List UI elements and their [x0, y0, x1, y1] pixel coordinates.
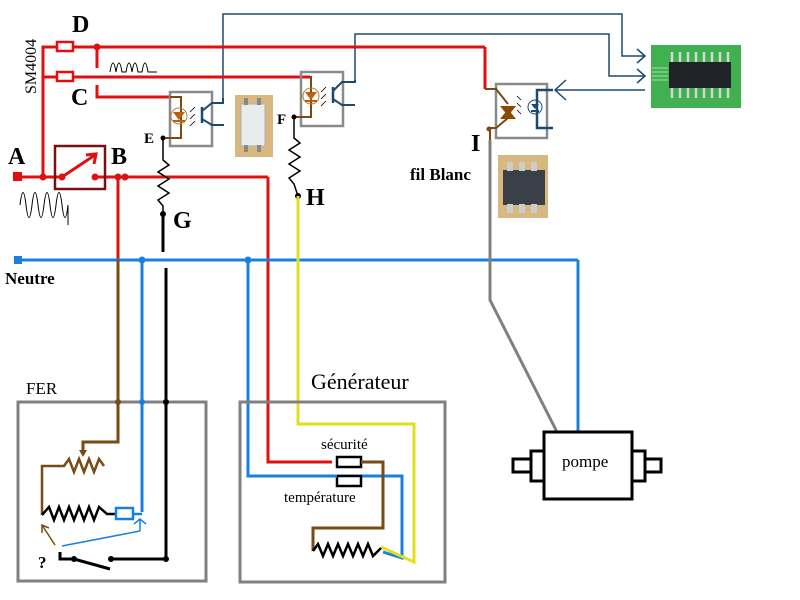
signal-line-2 — [354, 33, 645, 80]
terminal-a — [13, 172, 22, 181]
label-c: C — [71, 85, 88, 111]
resistor-f-h — [287, 117, 416, 565]
terminal-neutral — [14, 256, 22, 264]
main-switch — [53, 144, 107, 191]
optocoupler-2 — [291, 70, 356, 128]
diode-d — [55, 40, 75, 53]
safety-fuse — [335, 455, 363, 469]
arrow-in-2-icon — [636, 68, 647, 84]
pulsed-wave-icon — [109, 62, 157, 73]
label-i: I — [471, 131, 480, 157]
label-b: B — [111, 144, 127, 170]
label-diode: SM4004 — [23, 39, 40, 94]
microcontroller-pcb — [651, 45, 741, 108]
label-unknown: ? — [38, 553, 47, 572]
signal-lines — [222, 13, 647, 101]
generator-box — [238, 400, 447, 584]
neutral-wiring — [14, 256, 580, 561]
optocoupler-photo — [235, 95, 273, 157]
signal-line-1 — [222, 13, 645, 98]
dip-chip-photo — [498, 155, 548, 218]
optocoupler-1 — [160, 90, 224, 148]
temperature-fuse — [335, 474, 363, 488]
pump — [511, 430, 663, 501]
label-a: A — [8, 144, 26, 170]
label-g: G — [173, 208, 192, 234]
fer-box — [16, 260, 208, 583]
label-temperature: température — [284, 490, 356, 506]
ac-wave-icon — [19, 192, 69, 225]
label-e: E — [144, 131, 154, 147]
optotriac — [485, 82, 553, 140]
diode-c — [55, 70, 75, 83]
label-pump: pompe — [562, 452, 608, 471]
label-d: D — [72, 12, 89, 38]
label-f: F — [277, 112, 286, 128]
arrow-out-icon — [553, 79, 567, 101]
resistor-e-g — [156, 138, 171, 557]
label-safety: sécurité — [321, 437, 368, 453]
arrow-in-1-icon — [636, 48, 647, 64]
white-wire — [488, 140, 559, 433]
label-neutral: Neutre — [5, 269, 55, 288]
phase-wiring — [13, 40, 487, 464]
label-fer: FER — [26, 379, 58, 398]
label-white-wire: fil Blanc — [410, 165, 471, 184]
label-h: H — [306, 185, 325, 211]
label-generator: Générateur — [311, 369, 409, 394]
